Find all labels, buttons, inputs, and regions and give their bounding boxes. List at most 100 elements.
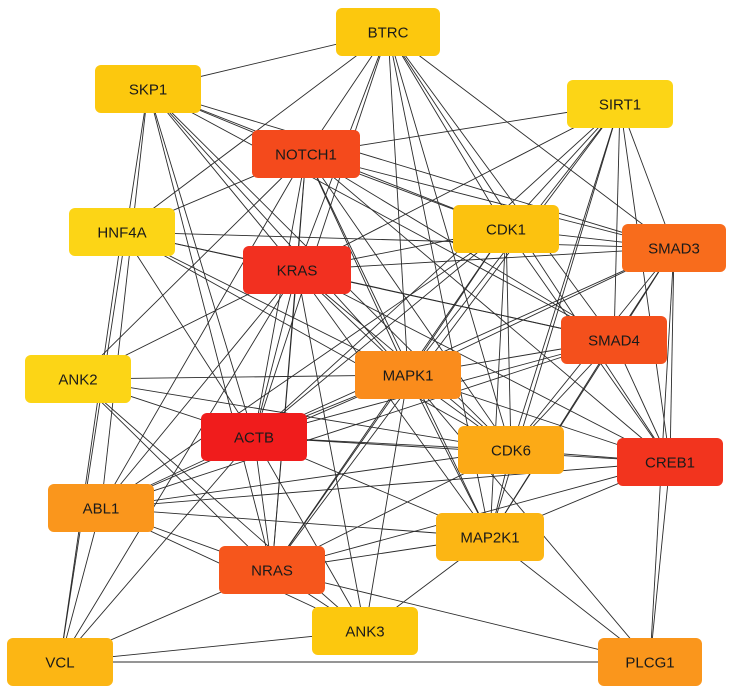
edge-abl1-map2k1 <box>100 507 491 538</box>
node-hnf4a[interactable]: HNF4A <box>69 208 175 256</box>
edge-nras-plcg1 <box>271 569 651 663</box>
node-box <box>336 8 440 56</box>
edge-cdk1-actb <box>253 228 507 438</box>
edge-kras-abl1 <box>100 269 298 509</box>
node-creb1[interactable]: CREB1 <box>617 438 723 486</box>
edge-hnf4a-vcl <box>59 231 123 663</box>
edge-cdk1-cdk6 <box>505 228 512 451</box>
node-label: SMAD4 <box>588 333 640 350</box>
node-label: ANK3 <box>345 624 384 641</box>
edge-sirt1-kras <box>296 103 621 271</box>
edge-abl1-vcl <box>59 507 102 663</box>
node-box <box>622 224 726 272</box>
node-label: BTRC <box>368 25 409 42</box>
edge-skp1-smad3 <box>147 88 675 249</box>
node-box <box>95 65 201 113</box>
edge-notch1-map2k1 <box>305 153 491 538</box>
node-abl1[interactable]: ABL1 <box>48 484 154 532</box>
node-box <box>436 513 544 561</box>
edge-sirt1-cdk6 <box>510 103 621 451</box>
node-kras[interactable]: KRAS <box>243 246 351 294</box>
edge-hnf4a-cdk6 <box>121 231 512 451</box>
edge-skp1-actb <box>147 88 255 438</box>
edge-creb1-plcg1 <box>649 461 671 663</box>
edge-hnf4a-smad3 <box>121 231 675 249</box>
node-smad4[interactable]: SMAD4 <box>561 316 667 364</box>
node-sirt1[interactable]: SIRT1 <box>567 80 673 128</box>
node-box <box>7 638 113 686</box>
node-box <box>312 607 418 655</box>
node-label: KRAS <box>277 263 318 280</box>
node-box <box>219 546 325 594</box>
edge-notch1-creb1 <box>305 153 671 463</box>
edge-skp1-nras <box>147 88 273 571</box>
edge-kras-creb1 <box>296 269 671 463</box>
edge-ank2-mapk1 <box>77 374 409 380</box>
node-label: ACTB <box>234 430 274 447</box>
node-label: CDK6 <box>491 443 531 460</box>
edge-mapk1-ank3 <box>364 374 409 632</box>
node-box <box>252 130 360 178</box>
node-skp1[interactable]: SKP1 <box>95 65 201 113</box>
edge-skp1-kras <box>147 88 298 271</box>
node-box <box>453 205 559 253</box>
edge-mapk1-map2k1 <box>407 374 491 538</box>
edge-actb-ank3 <box>253 436 366 632</box>
edge-mapk1-nras <box>271 374 409 571</box>
edge-smad3-kras <box>296 247 675 271</box>
edge-cdk1-nras <box>271 228 507 571</box>
edge-creb1-abl1 <box>100 461 671 509</box>
edge-notch1-abl1 <box>100 153 307 509</box>
node-label: CDK1 <box>486 222 526 239</box>
node-notch1[interactable]: NOTCH1 <box>252 130 360 178</box>
node-box <box>355 351 461 399</box>
node-ank3[interactable]: ANK3 <box>312 607 418 655</box>
edge-notch1-cdk6 <box>305 153 512 451</box>
edge-sirt1-nras <box>271 103 621 571</box>
node-label: MAP2K1 <box>460 530 519 547</box>
node-label: SKP1 <box>129 82 167 99</box>
edge-btrc-smad3 <box>387 31 675 249</box>
edge-btrc-mapk1 <box>387 31 409 376</box>
node-box <box>458 426 564 474</box>
edge-btrc-cdk1 <box>387 31 507 230</box>
node-label: VCL <box>45 655 74 672</box>
edge-cdk1-abl1 <box>100 228 507 509</box>
edge-smad4-abl1 <box>100 339 615 509</box>
node-label: NOTCH1 <box>275 147 337 164</box>
edge-notch1-actb <box>253 153 307 438</box>
edge-sirt1-creb1 <box>619 103 671 463</box>
node-nras[interactable]: NRAS <box>219 546 325 594</box>
edge-hnf4a-actb <box>121 231 255 438</box>
node-box <box>25 355 131 403</box>
node-label: PLCG1 <box>625 655 674 672</box>
node-box <box>561 316 667 364</box>
node-vcl[interactable]: VCL <box>7 638 113 686</box>
node-plcg1[interactable]: PLCG1 <box>598 638 702 686</box>
edge-btrc-smad4 <box>387 31 615 341</box>
edge-kras-actb <box>253 269 298 438</box>
node-label: HNF4A <box>97 225 146 242</box>
node-box <box>243 246 351 294</box>
edge-skp1-abl1 <box>100 88 149 509</box>
node-smad3[interactable]: SMAD3 <box>622 224 726 272</box>
node-label: MAPK1 <box>383 368 434 385</box>
node-box <box>567 80 673 128</box>
node-ank2[interactable]: ANK2 <box>25 355 131 403</box>
node-actb[interactable]: ACTB <box>201 413 307 461</box>
node-box <box>48 484 154 532</box>
node-label: CREB1 <box>645 455 695 472</box>
node-cdk1[interactable]: CDK1 <box>453 205 559 253</box>
node-box <box>201 413 307 461</box>
edge-kras-map2k1 <box>296 269 491 538</box>
node-cdk6[interactable]: CDK6 <box>458 426 564 474</box>
node-mapk1[interactable]: MAPK1 <box>355 351 461 399</box>
node-btrc[interactable]: BTRC <box>336 8 440 56</box>
edge-actb-vcl <box>59 436 255 663</box>
node-map2k1[interactable]: MAP2K1 <box>436 513 544 561</box>
edge-cdk6-abl1 <box>100 449 512 509</box>
edge-ank2-nras <box>77 378 273 571</box>
edge-skp1-smad4 <box>147 88 615 341</box>
node-box <box>69 208 175 256</box>
